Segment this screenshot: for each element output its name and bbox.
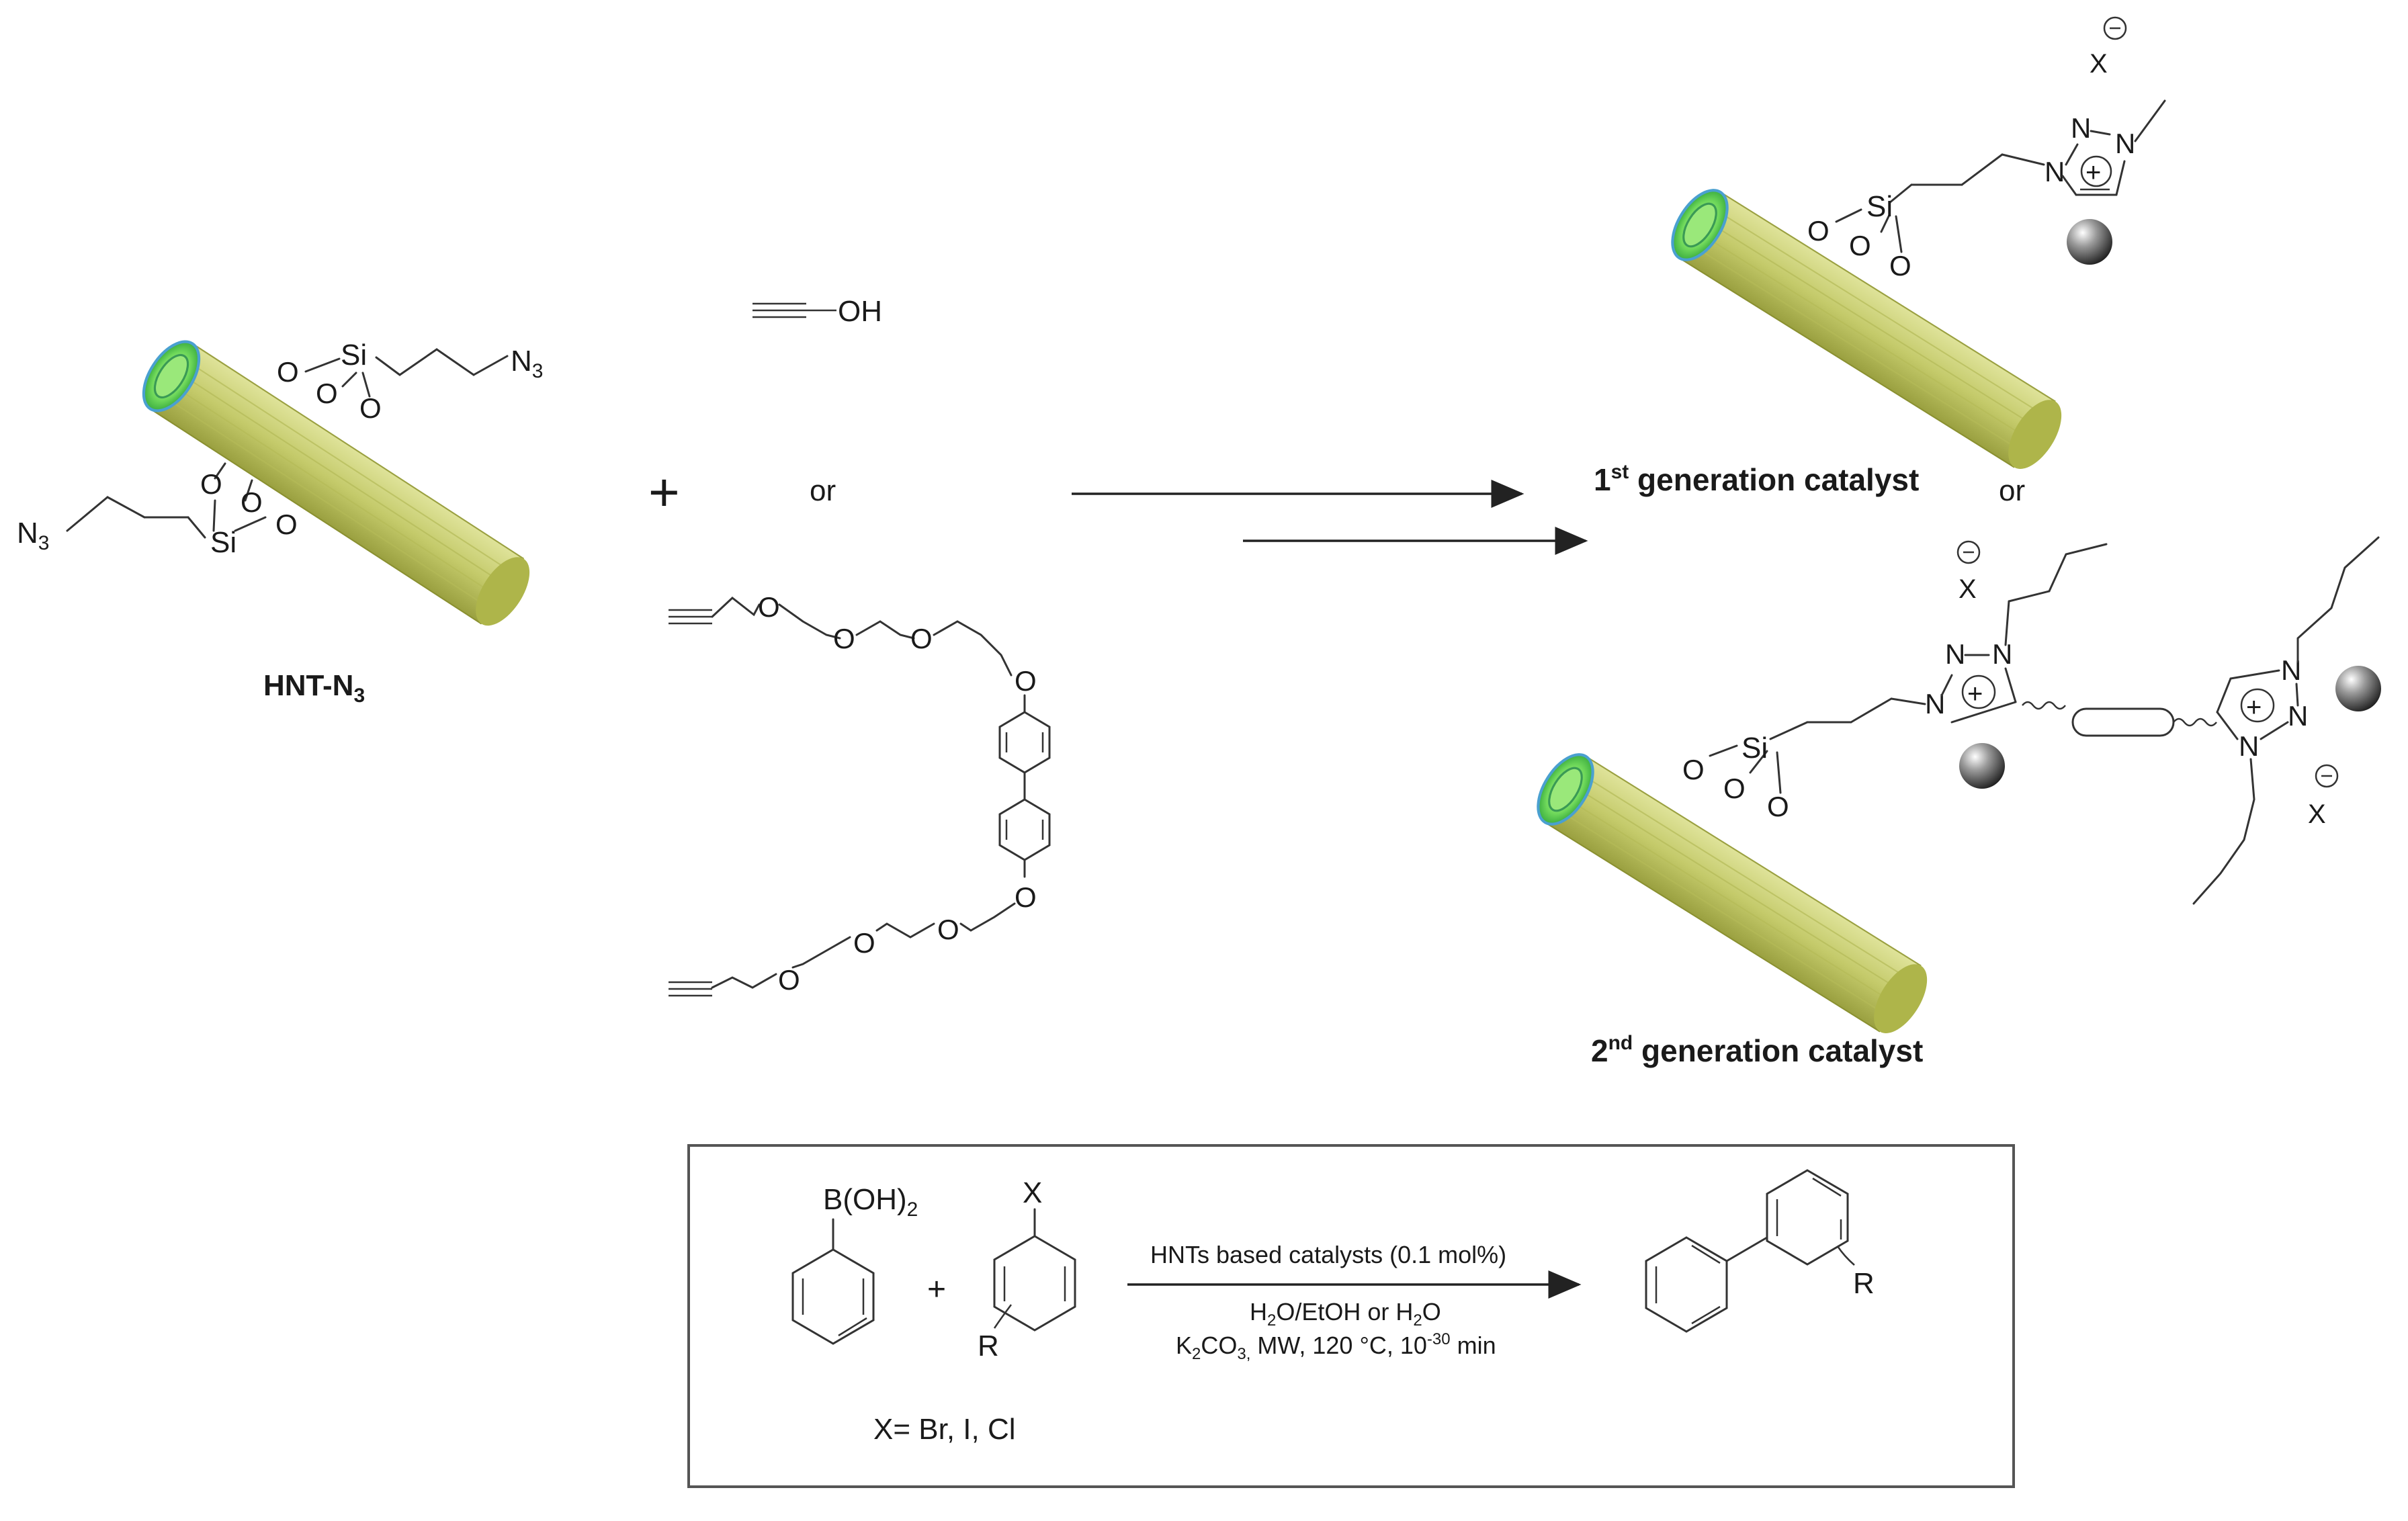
si-first: Si [1866,190,1893,223]
o-first-3: O [1889,250,1911,281]
o-first-1: O [1807,215,1830,247]
n-second-6: N [2239,730,2259,762]
minus-circle-second-1 [1956,540,1981,564]
sphere-second-2 [2335,666,2381,711]
n-second-3: N [1992,638,2012,670]
sphere-first [2067,219,2112,265]
o-second-1: O [1682,754,1705,785]
n-first-2: N [2071,112,2091,144]
r-substituent-left: R [978,1330,999,1362]
o-chain-3: O [910,623,933,654]
o-chain-2: O [833,623,855,654]
o-lower-1: O [200,468,222,500]
si-upper: Si [341,339,367,372]
oh-label: OH [838,295,882,328]
condition-catalyst: HNTs based catalysts (0.1 mol%) [1150,1241,1506,1268]
nanotube-first-gen [1662,181,2073,478]
x-note: X= Br, I, Cl [873,1413,1016,1446]
second-gen-label: 2nd generation catalyst [1591,1032,1923,1068]
or-right: or [1999,474,2025,507]
minus-circle-first [2103,16,2127,40]
x-first: X [2090,49,2108,79]
condition-base: K2CO3, MW, 120 °C, 10-30 min [1176,1330,1496,1363]
reaction-frame [687,1144,2015,1488]
second-generation-catalyst: Si O O O N N N + X N N N + [1527,536,2381,1068]
o-upper-1: O [277,356,299,388]
o-chain-1: O [758,591,780,623]
reagents: + OH or O O O O [648,295,1051,997]
boronic-acid-label: B(OH)2 [823,1183,918,1221]
x-substituent: X [1023,1176,1042,1209]
o-chain-5: O [1015,881,1037,913]
sphere-second-1 [1959,743,2005,789]
peg-biphenyl-linker: O O O O O O O O [669,591,1051,997]
suzuki-reaction-box: B(OH)2 + X R HNTs based catalysts (0.1 m… [687,1144,2015,1488]
or-middle: or [810,474,836,507]
n-second-2: N [1945,638,1965,670]
condition-solvent: H2O/EtOH or H2O [1250,1298,1441,1330]
x-second-2: X [2308,799,2326,829]
plus-reaction: + [927,1272,946,1307]
o-lower-3: O [275,509,298,540]
o-second-2: O [1723,773,1746,804]
x-second-1: X [1959,574,1977,604]
spacer-capsule [2071,707,2175,737]
plus-circle-second-2 [2240,688,2275,723]
first-generation-catalyst: Si O O O N N N + X 1st generation cataly… [1594,16,2166,507]
plus-circle-first [2080,155,2112,187]
svg-text:+: + [2246,693,2262,722]
minus-circle-second-2 [2315,764,2339,788]
n-first-3: N [2115,128,2135,159]
svg-text:+: + [1967,679,1983,709]
si-second: Si [1742,732,1768,765]
n3-lower: N3 [17,517,49,554]
first-gen-label: 1st generation catalyst [1594,461,1919,497]
n-first-1: N [2045,156,2065,187]
svg-text:+: + [2086,158,2101,187]
o-second-3: O [1767,791,1789,822]
hnt-n3-title: HNT-N3 [263,669,365,707]
si-lower: Si [210,526,236,559]
o-chain-7: O [853,927,875,959]
o-first-2: O [1849,230,1871,261]
plus-sign: + [648,462,680,522]
o-lower-2: O [241,486,263,518]
o-chain-6: O [937,914,959,945]
r-substituent-product: R [1853,1267,1875,1300]
o-upper-2: O [316,378,338,409]
o-chain-8: O [778,964,800,996]
plus-circle-second-1 [1961,675,1996,709]
o-chain-4: O [1015,665,1037,697]
o-upper-3: O [359,392,382,424]
hnt-n3-structure: Si O O O N3 Si O O O N3 HNT-N3 [17,332,543,707]
n3-upper: N3 [511,345,543,382]
